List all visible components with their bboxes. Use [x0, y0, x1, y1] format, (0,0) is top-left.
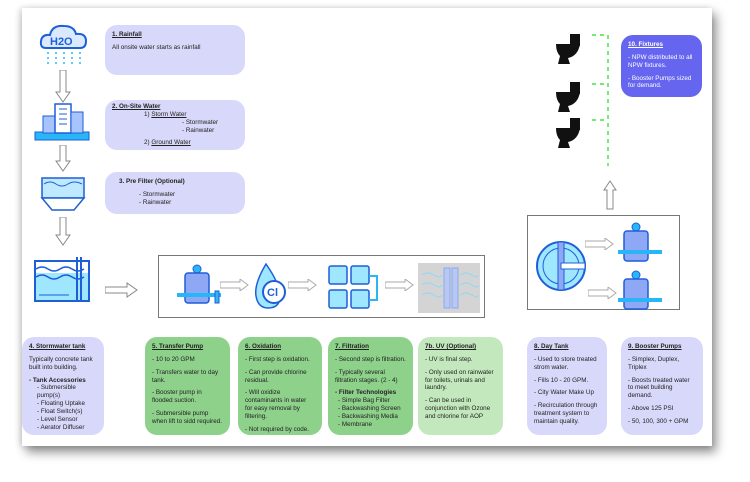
- step-text: - Stormwater: [139, 190, 176, 198]
- fixtures-toilets-icon: [556, 34, 609, 166]
- step-text: - Typically several filtration stages. (…: [335, 368, 398, 384]
- building-icon: [34, 103, 90, 141]
- step-text: - Membrane: [338, 420, 372, 428]
- pre-filter-icon: [40, 177, 86, 211]
- filtration-stages-icon: [328, 265, 378, 309]
- arrow-right-icon: [385, 279, 414, 291]
- step-text: - Rainwater: [182, 126, 215, 134]
- step-7-filtration-box: 7. Filtration - Second step is filtratio…: [328, 337, 413, 435]
- step-3-prefilter-box: 3. Pre Filter (Optional) - Stormwater - …: [105, 172, 245, 214]
- step-title: 6. Oxidation: [245, 343, 282, 350]
- step-text: - Backwashing Screen: [338, 405, 401, 413]
- step-text: - Submersible pump(s): [37, 384, 76, 400]
- step-title: 10. Fixtures: [628, 41, 663, 48]
- step-text: - Floating Uptake: [37, 400, 85, 408]
- step-text: - Boosts treated water to meet building …: [628, 376, 690, 400]
- step-1-rainfall-box: 1. Rainfall All onsite water starts as r…: [105, 25, 245, 75]
- step-text: - First step is oxidation.: [245, 355, 310, 363]
- step-text: Storm Water: [151, 110, 187, 118]
- step-text: - Simplex, Duplex, Triplex: [628, 355, 680, 371]
- step-8-day-tank-box: 8. Day Tank - Used to store treated stro…: [527, 337, 607, 435]
- step-text: - Transfers water to day tank.: [152, 368, 219, 384]
- step-title: 7. Filtration: [335, 343, 369, 350]
- step-text: - 10 to 20 GPM: [152, 355, 195, 363]
- step-10-fixtures-box: 10. Fixtures - NPW distributed to all NP…: [621, 35, 702, 97]
- step-text: - Recirculation through treatment system…: [534, 402, 598, 426]
- step-title: 7b. UV (Optional): [425, 343, 477, 350]
- step-text: - Fills 10 - 20 GPM.: [534, 376, 589, 384]
- step-text: - Booster pump in flooded suction.: [152, 389, 202, 405]
- step-text: - Filter Technologies: [335, 389, 397, 397]
- step-5-transfer-pump-box: 5. Transfer Pump - 10 to 20 GPM - Transfe…: [145, 337, 230, 435]
- arrow-down-icon: [55, 145, 71, 172]
- step-text: - Aerator Diffuser: [37, 423, 85, 431]
- arrow-right-icon: [588, 287, 617, 299]
- step-title: 5. Transfer Pump: [152, 343, 204, 350]
- step-title: 1. Rainfall: [112, 31, 142, 38]
- step-text: - Second step is filtration.: [335, 355, 406, 363]
- step-9-booster-pumps-box: 9. Booster Pumps - Simplex, Duplex, Trip…: [621, 337, 703, 435]
- step-7b-uv-box: 7b. UV (Optional) - UV is final step. - O…: [418, 337, 503, 435]
- step-text: 1): [144, 110, 152, 118]
- svg-text:Cl: Cl: [267, 287, 278, 299]
- step-text: - Booster Pumps sized for demand.: [628, 74, 692, 90]
- uv-reactor-icon: [418, 263, 480, 313]
- step-4-stormwater-tank-box: 4. Stormwater tank Typically concrete ta…: [22, 337, 104, 435]
- step-text: - Will oxidize contaminants in water for…: [245, 389, 307, 421]
- step-text: - UV is final step.: [425, 355, 473, 363]
- step-text: - NPW distributed to all NPW fixtures.: [628, 53, 693, 69]
- step-text: All onsite water starts as rainfall: [112, 43, 201, 51]
- arrow-down-icon: [55, 217, 71, 246]
- rain-cloud-h2o-icon: H2O: [39, 24, 88, 66]
- step-text: Ground Water: [151, 139, 191, 147]
- chlorine-drop-icon: Cl: [254, 262, 286, 309]
- booster-pump-icon: [618, 270, 662, 310]
- arrow-down-icon: [55, 70, 71, 103]
- step-text: - Used to store treated strom water.: [534, 355, 597, 371]
- step-text: - Can be used in conjunction with Ozone …: [425, 397, 491, 421]
- svg-text:H2O: H2O: [50, 36, 73, 48]
- step-title: 3. Pre Filter (Optional): [119, 178, 185, 185]
- step-text: - Backwashing Media: [338, 413, 398, 421]
- booster-pump-icon: [618, 222, 662, 262]
- step-6-oxidation-box: 6. Oxidation - First step is oxidation. -…: [238, 337, 322, 435]
- step-text: - 50, 100, 300 + GPM: [628, 418, 689, 426]
- day-tank-icon: [536, 241, 586, 291]
- step-text: - Stormwater: [182, 118, 219, 126]
- step-text: - Simple Bag Filter: [338, 397, 390, 405]
- step-text: - Can provide chlorine residual.: [245, 368, 307, 384]
- arrow-right-icon: [220, 279, 249, 291]
- step-text: - Float Switch(s): [37, 408, 83, 416]
- step-text: - Level Sensor: [37, 415, 78, 423]
- transfer-pump-icon: [177, 264, 221, 304]
- stormwater-tank-icon: [34, 257, 90, 302]
- arrow-up-icon: [603, 180, 617, 210]
- step-title: 8. Day Tank: [534, 343, 569, 350]
- step-text: - Not required by code.: [245, 425, 310, 433]
- step-2-onsite-water-box: 2. On-Site Water 1) Storm Water - Stormw…: [105, 100, 245, 150]
- step-text: - Submersible pump when lift to sidd req…: [152, 410, 223, 426]
- step-text: - Above 125 PSI: [628, 405, 674, 413]
- step-text: Typically concrete tank built into build…: [29, 355, 93, 371]
- step-title: 4. Stormwater tank: [29, 343, 86, 350]
- arrow-right-icon: [288, 279, 317, 291]
- step-text: - Tank Accessories: [29, 376, 86, 384]
- arrow-right-icon: [105, 282, 138, 298]
- step-text: 2): [144, 139, 152, 147]
- arrow-right-icon: [585, 238, 614, 250]
- step-title: 9. Booster Pumps: [628, 343, 682, 350]
- step-title: 2. On-Site Water: [112, 103, 161, 110]
- step-text: - Rainwater: [139, 198, 172, 206]
- step-text: - City Water Make Up: [534, 389, 594, 397]
- step-text: - Only used on rainwater for toilets, ur…: [425, 368, 494, 392]
